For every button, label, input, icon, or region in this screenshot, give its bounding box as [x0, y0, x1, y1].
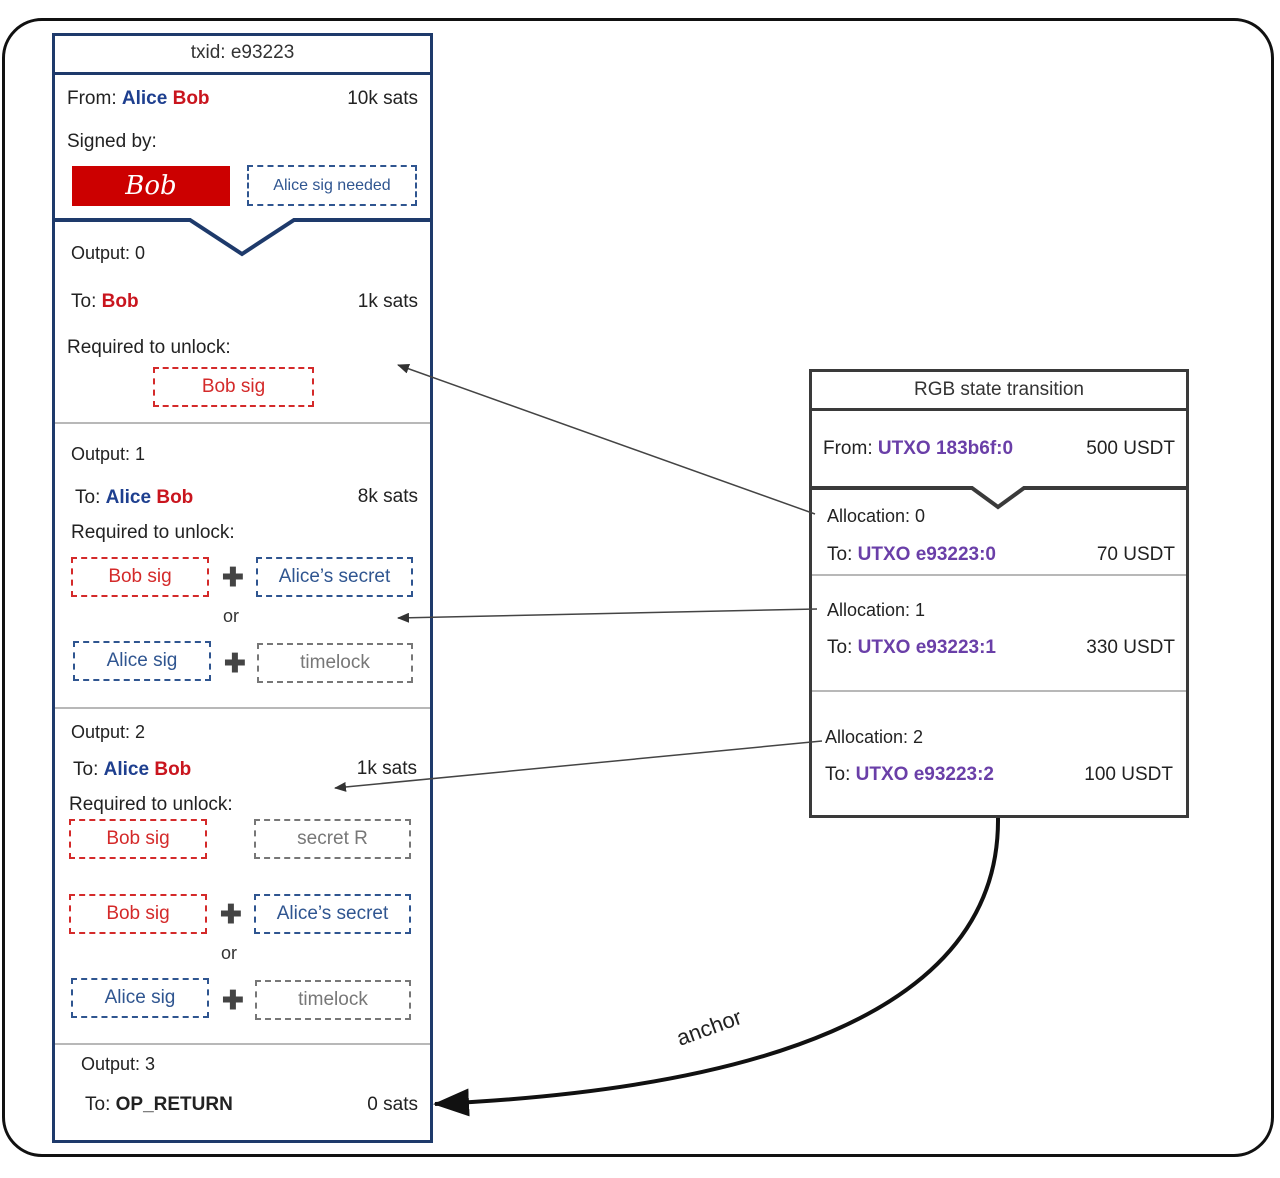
anchor-arrow — [433, 817, 1001, 1117]
output-2-alice-secret: Alice’s secret — [254, 894, 411, 934]
allocation-0-to: To: UTXO e93223:0 — [827, 544, 996, 565]
alice-sig-needed: Alice sig needed — [247, 165, 417, 206]
allocation-1-amount: 330 USDT — [1086, 637, 1175, 658]
output-2-timelock: timelock — [255, 980, 411, 1020]
output-2-or: or — [221, 943, 238, 963]
plus-icon: ✚ — [224, 648, 246, 678]
output-0-bob-sig: Bob sig — [153, 367, 314, 407]
output-2-bob-sig: Bob sig — [69, 894, 207, 934]
allocation-1-title: Allocation: 1 — [827, 600, 926, 620]
output-3-to: To: OP_RETURN — [85, 1094, 233, 1115]
anchor-label: anchor — [673, 1004, 745, 1051]
output-1-alice-secret: Alice’s secret — [256, 557, 413, 597]
arrow-allocation-0 — [397, 363, 816, 515]
output-3-amount: 0 sats — [367, 1094, 418, 1115]
rgb-state-transition — [809, 369, 1189, 818]
input-output-divider — [52, 218, 433, 257]
allocation-1-to: To: UTXO e93223:1 — [827, 637, 996, 658]
output-1-or: or — [223, 606, 240, 626]
output-2-secret-r: secret R — [254, 819, 411, 859]
output-divider-0 — [55, 422, 430, 424]
plus-icon: ✚ — [222, 562, 244, 592]
rgb-from-amount: 500 USDT — [1086, 438, 1175, 459]
rgb-from: From: UTXO 183b6f:0 — [823, 438, 1014, 459]
allocation-2-amount: 100 USDT — [1084, 764, 1173, 785]
tx-from: From: Alice Bob — [67, 88, 210, 109]
arrow-allocation-2 — [334, 740, 823, 792]
output-1-alice-sig: Alice sig — [73, 641, 211, 681]
output-1-required: Required to unlock: — [71, 522, 235, 543]
output-2-required: Required to unlock: — [69, 794, 233, 815]
plus-icon: ✚ — [222, 985, 244, 1015]
arrow-allocation-1 — [397, 608, 818, 623]
output-2-amount: 1k sats — [356, 758, 417, 779]
output-0-to: To: Bob — [71, 291, 139, 312]
output-0-amount: 1k sats — [357, 291, 418, 312]
tx-from-amount: 10k sats — [347, 88, 418, 109]
rgb-title: RGB state transition — [913, 379, 1085, 400]
rgb-input-divider — [809, 486, 1189, 510]
bob-signature: Bob — [72, 166, 230, 206]
output-1-amount: 8k sats — [357, 486, 418, 507]
output-0-required: Required to unlock: — [67, 337, 231, 358]
allocation-0-title: Allocation: 0 — [827, 506, 926, 526]
output-2-bob-sig-r: Bob sig — [69, 819, 207, 859]
output-2-title: Output: 2 — [71, 722, 146, 742]
plus-icon: ✚ — [220, 899, 242, 929]
signed-by-label: Signed by: — [67, 131, 157, 152]
output-3-title: Output: 3 — [81, 1054, 156, 1074]
output-2-alice-sig: Alice sig — [71, 978, 209, 1018]
output-2-to: To: Alice Bob — [73, 759, 192, 780]
allocation-divider-1 — [812, 690, 1186, 692]
rgb-header — [809, 369, 1189, 411]
output-1-bob-sig: Bob sig — [71, 557, 209, 597]
allocation-2-title: Allocation: 2 — [825, 727, 924, 747]
output-1-timelock: timelock — [257, 643, 413, 683]
output-divider-2 — [55, 1043, 430, 1045]
txid-header — [52, 33, 433, 75]
allocation-divider-0 — [812, 574, 1186, 576]
output-1-to: To: Alice Bob — [75, 487, 194, 508]
txid-label: txid: e93223 — [190, 42, 295, 63]
image-frame — [2, 18, 1274, 1157]
allocation-2-to: To: UTXO e93223:2 — [825, 764, 994, 785]
output-divider-1 — [55, 707, 430, 709]
allocation-0-amount: 70 USDT — [1096, 544, 1175, 565]
output-1-title: Output: 1 — [71, 444, 146, 464]
output-0-title: Output: 0 — [71, 243, 146, 263]
